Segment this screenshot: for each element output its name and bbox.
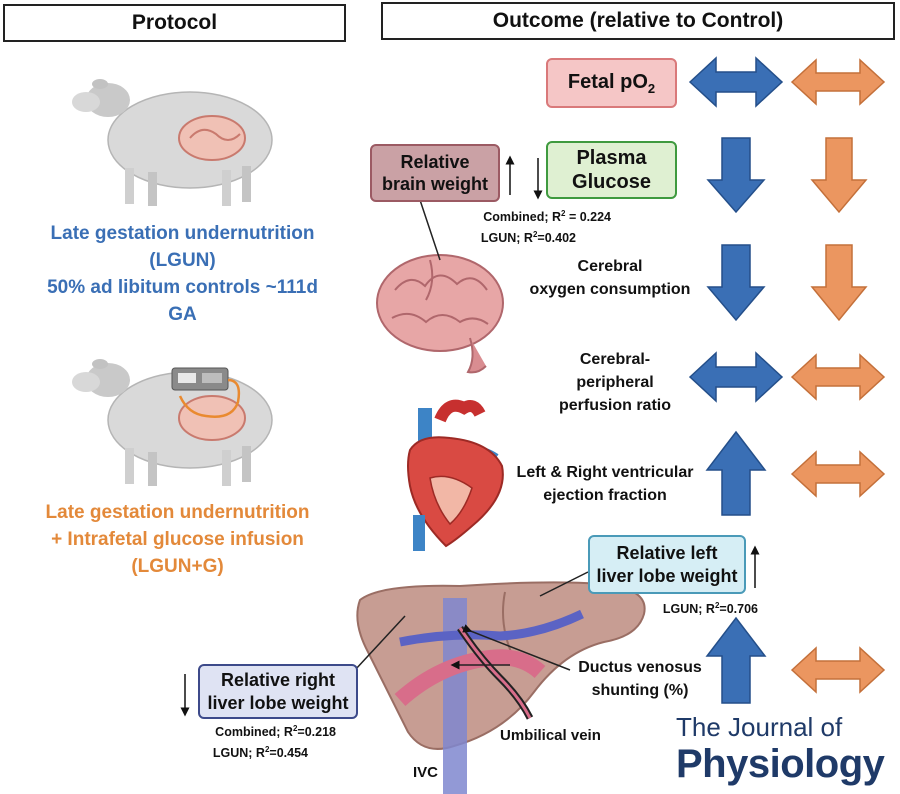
orange-double-arrow-ejection xyxy=(790,450,886,498)
outcome-header: Outcome (relative to Control) xyxy=(381,2,895,40)
sheep-icon xyxy=(72,79,273,206)
brain-icon xyxy=(376,254,504,374)
lgung-line3: (LGUN+G) xyxy=(131,556,224,577)
ductus-venosus-label: Ductus venosus shunting (%) xyxy=(578,659,702,699)
lgung-description: Late gestation undernutrition + Intrafet… xyxy=(5,499,350,580)
orange-double-arrow-po2 xyxy=(790,58,886,106)
lgun-line3: 50% ad libitum controls ~111d xyxy=(47,277,318,298)
lgun-description: Late gestation undernutrition (LGUN) 50%… xyxy=(10,220,355,328)
blue-down-arrow-cerebral xyxy=(706,244,766,322)
left-liver-box: Relative left liver lobe weight xyxy=(588,535,746,594)
right-liver-stat-lgun: LGUN; R2=0.454 xyxy=(212,745,308,761)
fetal-po2-label: Fetal pO xyxy=(567,70,648,93)
left-liver-stat: LGUN; R2=0.706 xyxy=(662,601,758,617)
glucose-line2: Glucose xyxy=(572,171,651,193)
heart-icon xyxy=(407,399,504,551)
brain-stat-combined: Combined; R2 = 0.224 xyxy=(483,209,611,225)
journal-logo: The Journal of Physiology xyxy=(676,712,898,786)
blue-down-arrow-glucose xyxy=(706,137,766,214)
glucose-line1: Plasma xyxy=(576,147,647,169)
plasma-glucose-box: Plasma Glucose xyxy=(546,141,677,199)
fetal-po2-subscript: 2 xyxy=(647,80,656,96)
left-liver-line1: Relative left xyxy=(616,542,718,563)
brain-stats: Combined; R2 = 0.224 LGUN; R2=0.402 xyxy=(451,205,611,247)
ejection-fraction-label: Left & Right ventricular ejection fracti… xyxy=(516,464,694,504)
lgun-line2: (LGUN) xyxy=(149,250,216,271)
lgun-line1: Late gestation undernutrition xyxy=(50,223,315,244)
cerebral-o2-label: Cerebral oxygen consumption xyxy=(529,258,691,298)
right-liver-line1: Relative right xyxy=(220,669,336,690)
brain-stat-lgun: LGUN; R2=0.402 xyxy=(480,230,576,246)
orange-down-arrow-glucose xyxy=(810,137,868,214)
sheep-pump-icon xyxy=(72,359,273,486)
orange-down-arrow-cerebral xyxy=(810,244,868,322)
orange-arrows xyxy=(790,58,886,694)
journal-line1: The Journal of xyxy=(676,712,843,742)
blue-arrows xyxy=(688,56,784,704)
lgun-line4: GA xyxy=(168,304,197,325)
right-liver-box: Relative right liver lobe weight xyxy=(198,664,358,719)
right-liver-line2: liver lobe weight xyxy=(207,692,349,713)
right-liver-stats: Combined; R2=0.218 LGUN; R2=0.454 xyxy=(186,720,336,762)
lgung-line1: Late gestation undernutrition xyxy=(45,502,310,523)
journal-line2: Physiology xyxy=(676,742,885,786)
right-liver-stat-combined: Combined; R2=0.218 xyxy=(215,724,336,740)
brain-weight-box: Relative brain weight xyxy=(370,144,500,202)
blue-double-arrow-perfusion xyxy=(688,351,784,403)
orange-double-arrow-ductus xyxy=(790,646,886,694)
brain-line1: Relative xyxy=(400,152,470,172)
ivc-label: IVC xyxy=(413,764,439,781)
blue-double-arrow-po2 xyxy=(688,56,784,108)
orange-double-arrow-perfusion xyxy=(790,353,886,401)
fetal-po2-box: Fetal pO2 xyxy=(546,58,677,108)
blue-up-arrow-ductus xyxy=(705,616,767,704)
blue-up-arrow-ejection xyxy=(705,430,767,516)
lgung-line2: + Intrafetal glucose infusion xyxy=(51,529,304,550)
brain-line2: brain weight xyxy=(381,174,488,194)
protocol-header: Protocol xyxy=(3,4,346,42)
umbilical-vein-label: Umbilical vein xyxy=(500,727,601,744)
perfusion-ratio-label: Cerebral- peripheral perfusion ratio xyxy=(558,351,671,414)
left-liver-line2: liver lobe weight xyxy=(596,565,738,586)
